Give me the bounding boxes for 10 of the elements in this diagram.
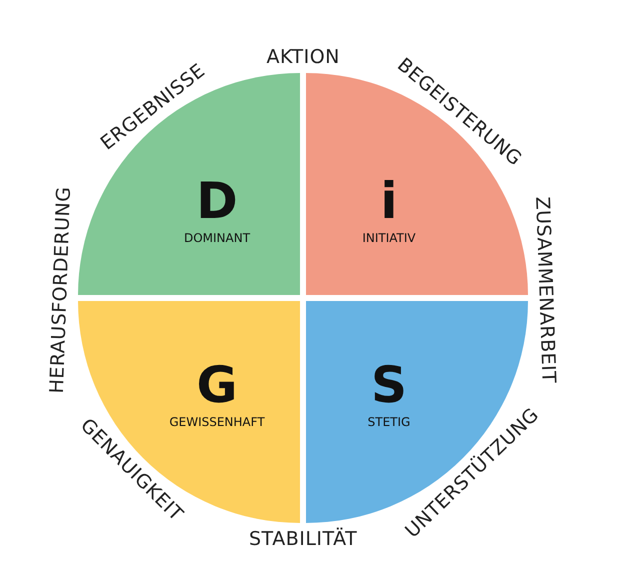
quadrant-letter: S bbox=[370, 356, 407, 414]
trait-label: AKTION bbox=[266, 46, 340, 68]
quadrant-label: INITIATIV bbox=[362, 231, 416, 245]
trait-label: HERAUSFORDERUNG bbox=[46, 186, 75, 394]
quadrant-letter: i bbox=[380, 172, 398, 230]
quadrant-label: DOMINANT bbox=[184, 231, 250, 245]
quadrant-letter: D bbox=[196, 172, 238, 230]
trait-label: ZUSAMMENARBEIT bbox=[532, 196, 560, 384]
quadrant-letter: G bbox=[196, 356, 238, 414]
trait-label: STABILITÄT bbox=[249, 528, 358, 550]
